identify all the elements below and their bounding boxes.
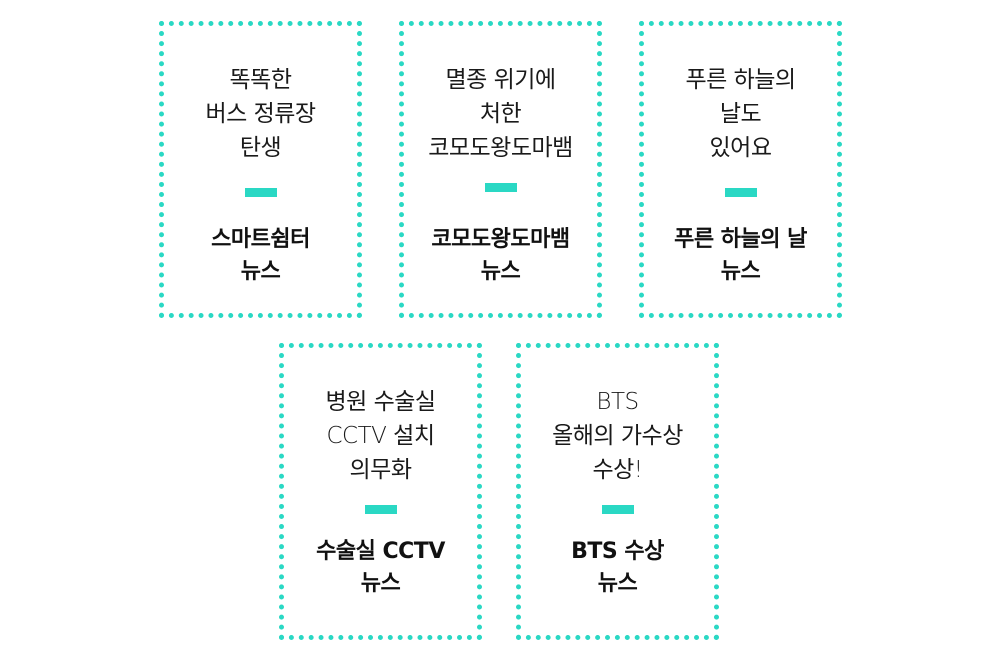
card-description-line: 처한 <box>479 101 522 127</box>
news-card-bts-award[interactable]: BTS 올해의 가수상 수상! BTS 수상 뉴스 <box>516 343 719 640</box>
news-card-komodo-dragon[interactable]: 멸종 위기에 처한 코모도왕도마뱀 코모도왕도마뱀 뉴스 <box>399 21 602 318</box>
card-description-line: 수상! <box>592 457 643 483</box>
card-title-line: 뉴스 <box>597 571 638 596</box>
card-description-line: 있어요 <box>709 135 772 161</box>
card-title: BTS 수상 뉴스 <box>521 536 714 600</box>
card-title-line: 코모도왕도마뱀 <box>431 227 570 252</box>
card-title-line: 수술실 CCTV <box>316 539 445 564</box>
card-title-line: 뉴스 <box>360 571 401 596</box>
card-description-line: CCTV 설치 <box>326 423 435 449</box>
card-title-line: BTS 수상 <box>571 539 664 564</box>
card-description: BTS 올해의 가수상 수상! <box>521 385 714 487</box>
card-divider-bar <box>484 183 517 192</box>
card-description-line: BTS <box>596 389 639 415</box>
card-description-line: 의무화 <box>349 457 412 483</box>
card-title: 스마트쉼터 뉴스 <box>164 224 357 288</box>
card-description: 똑똑한 버스 정류장 탄생 <box>164 63 357 165</box>
card-description-line: 버스 정류장 <box>205 101 316 127</box>
card-description-line: 병원 수술실 <box>325 389 436 415</box>
card-description-line: 올해의 가수상 <box>552 423 683 449</box>
card-description-line: 푸른 하늘의 <box>685 67 796 93</box>
card-title-line: 뉴스 <box>480 259 521 284</box>
card-title-line: 푸른 하늘의 날 <box>674 227 807 252</box>
news-card-blue-sky-day[interactable]: 푸른 하늘의 날도 있어요 푸른 하늘의 날 뉴스 <box>639 21 842 318</box>
card-title-line: 뉴스 <box>720 259 761 284</box>
card-description-line: 탄생 <box>239 135 282 161</box>
card-description: 병원 수술실 CCTV 설치 의무화 <box>284 385 477 487</box>
card-title: 푸른 하늘의 날 뉴스 <box>644 224 837 288</box>
news-card-smart-shelter[interactable]: 똑똑한 버스 정류장 탄생 스마트쉼터 뉴스 <box>159 21 362 318</box>
news-card-surgery-cctv[interactable]: 병원 수술실 CCTV 설치 의무화 수술실 CCTV 뉴스 <box>279 343 482 640</box>
card-description-line: 날도 <box>719 101 762 127</box>
card-title-line: 스마트쉼터 <box>211 227 310 252</box>
card-description-line: 멸종 위기에 <box>445 67 556 93</box>
card-description: 푸른 하늘의 날도 있어요 <box>644 63 837 165</box>
card-title-line: 뉴스 <box>240 259 281 284</box>
card-title: 코모도왕도마뱀 뉴스 <box>404 224 597 288</box>
card-divider-bar <box>601 505 634 514</box>
card-description-line: 똑똑한 <box>229 67 292 93</box>
card-title: 수술실 CCTV 뉴스 <box>284 536 477 600</box>
card-description: 멸종 위기에 처한 코모도왕도마뱀 <box>404 63 597 165</box>
card-description-line: 코모도왕도마뱀 <box>428 135 573 161</box>
card-divider-bar <box>364 505 397 514</box>
card-divider-bar <box>244 188 277 197</box>
card-divider-bar <box>724 188 757 197</box>
